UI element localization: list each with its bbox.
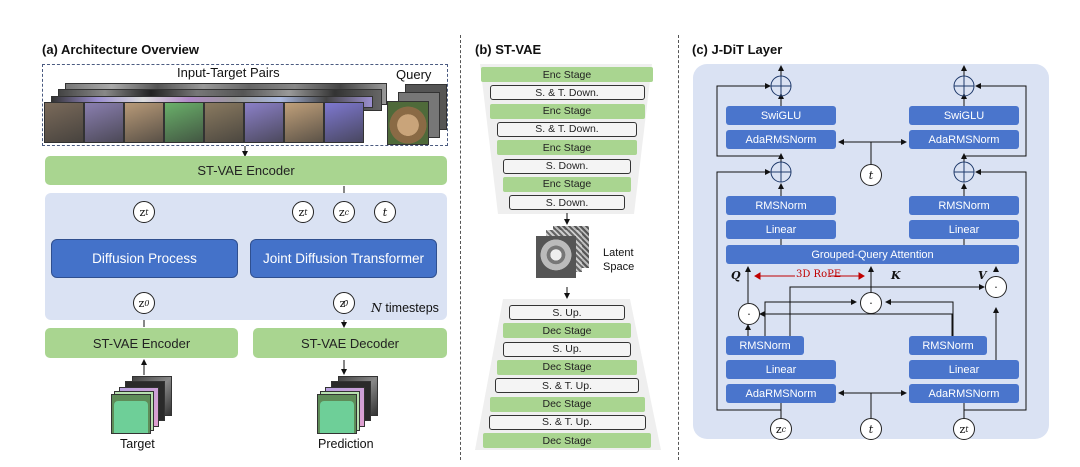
enc-stage: Enc Stage	[497, 140, 637, 156]
rope-label: 3D RoPE	[796, 269, 842, 280]
adarmsnorm-bottom-right: AdaRMSNorm	[909, 384, 1019, 403]
joint-diffusion-transformer-block: Joint Diffusion Transformer	[250, 239, 437, 278]
query-image-bear	[387, 101, 429, 145]
node-t-bottom: t	[860, 418, 882, 440]
st-vae-encoder-bottom: ST-VAE Encoder	[45, 328, 238, 358]
adarmsnorm-bottom-left: AdaRMSNorm	[726, 384, 836, 403]
diffusion-process-block: Diffusion Process	[51, 239, 238, 278]
node-z0-prime: z′0	[333, 292, 355, 314]
dec-stage: Dec Stage	[483, 433, 651, 449]
mult-v: ·	[985, 276, 1007, 298]
v-label: V	[978, 269, 987, 282]
upsample-block: S. Up.	[503, 341, 631, 357]
swiglu-right: SwiGLU	[909, 106, 1019, 125]
input-image-tile	[44, 102, 84, 143]
panel-a-title: (a) Architecture Overview	[42, 42, 200, 57]
encoder-funnel	[480, 64, 652, 214]
upsample-block: S. & T. Up.	[495, 378, 639, 394]
latent-label-1: Latent	[603, 247, 634, 259]
panel-c-title: (c) J-DiT Layer	[692, 42, 783, 57]
st-vae-encoder-top: ST-VAE Encoder	[45, 156, 447, 185]
input-image-tile	[204, 102, 244, 143]
input-image-tile	[284, 102, 324, 143]
linear-top-left: Linear	[726, 220, 836, 239]
input-target-pairs-label: Input-Target Pairs	[177, 65, 280, 80]
enc-stage: Enc Stage	[481, 67, 653, 82]
divider-right	[678, 35, 679, 460]
downsample-block: S. Down.	[503, 158, 631, 174]
divider-left	[460, 35, 461, 460]
q-label: Q	[731, 269, 741, 282]
upsample-block: S. & T. Up.	[488, 414, 646, 430]
enc-stage: Enc Stage	[489, 103, 645, 119]
prediction-label: Prediction	[318, 437, 374, 451]
dec-stage: Dec Stage	[489, 396, 645, 412]
latent-label-2: Space	[603, 261, 635, 273]
grouped-query-attention: Grouped-Query Attention	[726, 245, 1019, 264]
n-timesteps-label: N timesteps	[371, 300, 439, 315]
input-images-box	[42, 64, 448, 146]
target-label: Target	[120, 437, 155, 451]
linear-top-right: Linear	[909, 220, 1019, 239]
mult-q: ·	[738, 303, 760, 325]
input-image-tile	[324, 102, 364, 143]
input-image-tile	[164, 102, 204, 143]
upsample-block: S. Up.	[509, 305, 625, 320]
k-label: K	[891, 269, 901, 282]
mult-k: ·	[860, 292, 882, 314]
linear-bottom-right: Linear	[909, 360, 1019, 379]
downsample-block: S. Down.	[509, 195, 625, 211]
node-t: t	[374, 201, 396, 223]
query-label: Query	[396, 67, 432, 82]
input-image-tile	[124, 102, 164, 143]
node-t-mid: t	[860, 164, 882, 186]
rmsnorm-top-right: RMSNorm	[909, 196, 1019, 215]
rope-arrow	[754, 272, 865, 280]
rmsnorm-top-left: RMSNorm	[726, 196, 836, 215]
swiglu-left: SwiGLU	[726, 106, 836, 125]
input-image-tile	[244, 102, 284, 143]
rmsnorm-bottom-right: RMSNorm	[909, 336, 987, 355]
adarmsnorm-top-right: AdaRMSNorm	[909, 130, 1019, 149]
downsample-block: S. & T. Down.	[489, 85, 645, 101]
adarmsnorm-top-left: AdaRMSNorm	[726, 130, 836, 149]
downsample-block: S. & T. Down.	[497, 121, 637, 137]
st-vae-decoder: ST-VAE Decoder	[253, 328, 447, 358]
enc-stage: Enc Stage	[503, 176, 631, 192]
input-image-tile	[84, 102, 124, 143]
rmsnorm-bottom-left: RMSNorm	[726, 336, 804, 355]
dec-stage: Dec Stage	[503, 323, 631, 339]
linear-bottom-left: Linear	[726, 360, 836, 379]
panel-b-title: (b) ST-VAE	[475, 42, 542, 57]
dec-stage: Dec Stage	[497, 359, 637, 375]
